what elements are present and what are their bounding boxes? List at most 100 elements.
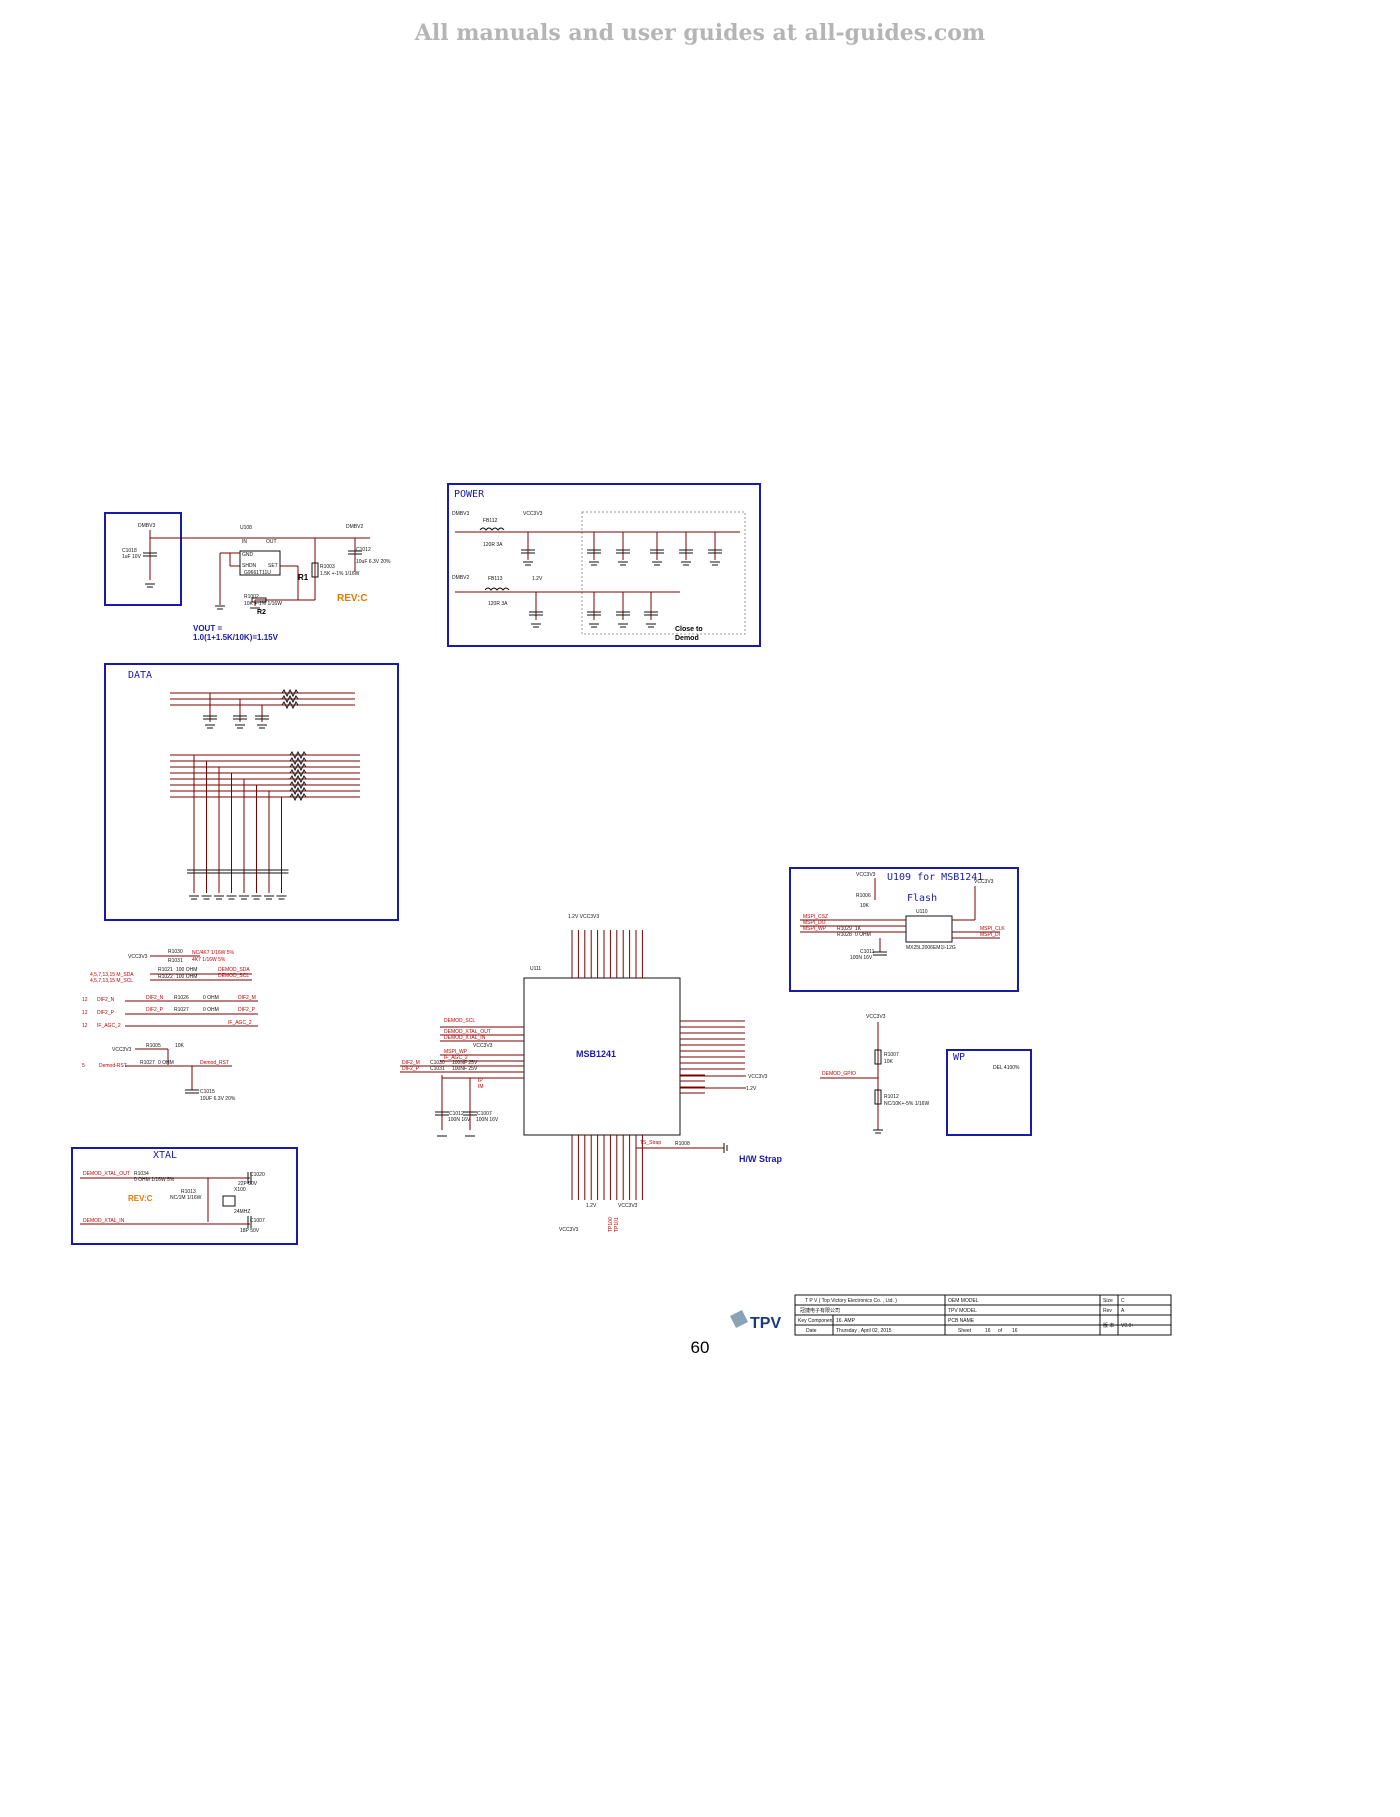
ic-strap-net: TS_Strap <box>640 1140 661 1146</box>
io-agc-out: IF_AGC_2 <box>228 1020 252 1026</box>
io-crst-ref: C1015 <box>200 1089 215 1095</box>
tp-a: TP100 <box>608 1217 614 1232</box>
ic-net-xi: DEMOD_XTAL_IN <box>444 1035 486 1041</box>
ic-lcap1-val: 100NF 25V <box>452 1060 478 1066</box>
power-caps-top <box>521 532 722 566</box>
xtal-x-ref: X100 <box>234 1187 246 1193</box>
ic-bcap1-val: 100N 16V <box>448 1117 471 1123</box>
power-note-2: Demod <box>675 635 699 642</box>
power-note-1: Close to <box>675 626 703 633</box>
io-difn-net: DIF2_N <box>146 995 164 1001</box>
wp-title: WP <box>953 1052 965 1063</box>
xtal-rev: REV:C <box>128 1194 153 1203</box>
ic-vcc-r: VCC3V3 <box>748 1074 768 1080</box>
reg-r2-val: 10K +-1% 1/16W <box>244 601 282 607</box>
wp-frame <box>946 1049 1032 1136</box>
ic-bottom-v12: 1.2V <box>586 1203 597 1209</box>
wp-r1-val: 10K <box>884 1059 894 1065</box>
left-io-block: VCC3V3 R1030 NC/4K7 1/16W 5% R1031 4K7 1… <box>82 949 258 1102</box>
io-rst-num: 5 <box>82 1063 85 1069</box>
ic-v12-r: 1.2V <box>746 1086 757 1092</box>
power-fb1-val: 120R 3A <box>483 542 503 548</box>
wp-vcc: VCC3V3 <box>866 1014 886 1020</box>
ic-lcap2-ref: C1031 <box>430 1066 445 1072</box>
ic-strap-r: R1008 <box>675 1141 690 1147</box>
ic-ref: U111 <box>530 966 541 972</box>
flash-ic <box>905 915 953 943</box>
tb-cn: 冠捷电子有限公司 <box>800 1307 840 1314</box>
flash-c-val: 100N 16V <box>850 955 873 961</box>
reg-ic-ref: U108 <box>240 525 252 531</box>
data-caps <box>187 755 289 900</box>
tb-pcb: PCB NAME <box>948 1318 975 1324</box>
io-vcc: VCC3V3 <box>128 954 148 960</box>
flash-ic-part: MX25L2006EM1I-12G <box>906 945 956 951</box>
io-rst-in: Demod-RST <box>99 1063 127 1069</box>
ic-net-xo: DEMOD_XTAL_OUT <box>444 1029 491 1035</box>
reg-cin-val: 1uF 10V <box>122 554 142 560</box>
xtal-rser-ref: R1034 <box>134 1171 149 1177</box>
crystal <box>222 1195 236 1207</box>
xtal-block: XTAL DEMOD_XTAL_OUT R1034 0 OHM 1/16W 5%… <box>71 1147 298 1245</box>
io-rb-val: 4K7 1/16W 5% <box>192 957 226 963</box>
xtal-out-net: DEMOD_XTAL_OUT <box>83 1171 130 1177</box>
reg-ic-part: G9661T11U <box>244 570 271 576</box>
data-rows <box>170 750 360 802</box>
tb-date-label: Date <box>806 1328 817 1334</box>
reg-pin-in: IN <box>242 539 247 545</box>
io-agc: IF_AGC_2 <box>97 1023 121 1029</box>
flash-r3-val: 0 OHM <box>855 932 871 938</box>
power-net-a: DMBV3 <box>452 511 469 517</box>
reg-cin-ref: C1018 <box>122 548 137 554</box>
ic-lcap2-val: 100NF 25V <box>452 1066 478 1072</box>
reg-pin-out: OUT <box>266 539 277 545</box>
power-net-c: DMBV2 <box>452 575 469 581</box>
data-title: DATA <box>128 670 152 681</box>
io-difn-num: 12 <box>82 997 88 1003</box>
tb-rev-val: A <box>1121 1308 1125 1314</box>
tb-ver-val: V0.0+ <box>1121 1323 1134 1329</box>
power-net-b: VCC3V3 <box>523 511 543 517</box>
ic-right-nets <box>705 1020 745 1070</box>
reg-pin-gnd: GND <box>242 552 254 558</box>
ic-bcap1-ref: C1012 <box>449 1111 464 1117</box>
io-rrst2-ref: R1027 <box>140 1060 155 1066</box>
data-frame <box>104 663 399 921</box>
tb-key-label: Key Component <box>798 1318 834 1324</box>
flash-net-wp: MSPI_WP <box>803 926 827 932</box>
flash-subtitle: Flash <box>907 893 937 904</box>
ic-net-im: IM <box>478 1084 484 1090</box>
wp-r2-ref: R1012 <box>884 1094 899 1100</box>
flash-ic-ref: U110 <box>916 909 928 915</box>
io-difn: DIF2_N <box>97 997 115 1003</box>
ic-net-agc: IF_AGC_2 <box>444 1055 468 1061</box>
ic-bottom-pins <box>571 1135 643 1200</box>
site-banner: All manuals and user guides at all-guide… <box>414 20 986 46</box>
ic-lcap1-ref: C1030 <box>430 1060 445 1066</box>
xtal-c2-ref: C1007 <box>250 1218 265 1224</box>
io-crst-val: 10UF 6.3V 20% <box>200 1096 236 1102</box>
io-difp: DIF2_P <box>97 1010 115 1016</box>
ic-bcap2-ref: C1007 <box>477 1111 492 1117</box>
page-number: 60 <box>690 1338 710 1357</box>
flash-r2-ref: R1029 <box>837 926 852 932</box>
io-rrst2-val: 0 OHM <box>158 1060 174 1066</box>
wp-r2-val: NC/10K+-5% 1/16W <box>884 1101 929 1107</box>
ic-top-supply: 1.2V VCC3V3 <box>568 914 599 920</box>
tb-oem: OEM MODEL <box>948 1298 979 1304</box>
flash-r2-val: 1K <box>855 926 862 932</box>
io-difp-net: DIF2_P <box>146 1007 164 1013</box>
reg-rev: REV:C <box>337 593 368 604</box>
wp-r1-ref: R1007 <box>884 1052 899 1058</box>
tb-sheet-total: 16 <box>1012 1328 1018 1334</box>
reg-ic <box>239 550 281 576</box>
tb-key-val: 16. AMP <box>836 1318 856 1324</box>
tpv-logo: TPV <box>730 1310 781 1332</box>
reg-r1-ref: R1003 <box>320 564 335 570</box>
flash-net-csz: MSPI_CSZ <box>803 914 828 920</box>
io-agc-num: 12 <box>82 1023 88 1029</box>
reg-vout-2: 1.0(1+1.5K/10K)=1.15V <box>193 633 279 642</box>
io-difn-out: DIF2_M <box>238 995 256 1001</box>
ic-bottom-vcc: VCC3V3 <box>559 1227 579 1233</box>
